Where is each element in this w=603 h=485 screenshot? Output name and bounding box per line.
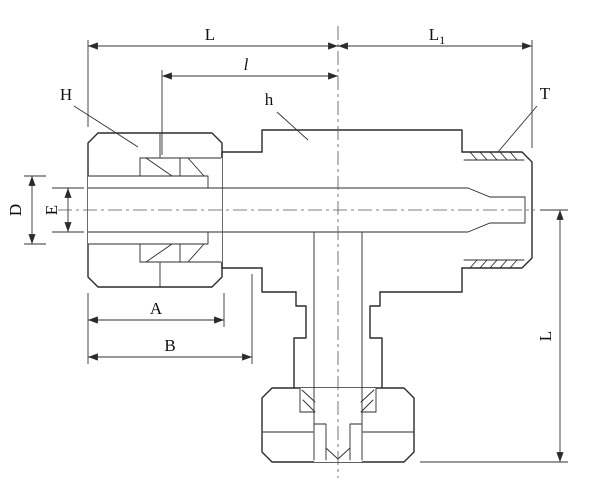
dim-outer-diameter: D (6, 175, 46, 245)
dim-length-left: L (87, 25, 338, 127)
branch-bore (313, 231, 363, 461)
label-nut-hex: H (60, 85, 72, 104)
left-nut-bore (88, 158, 222, 262)
callout-body-hex: h (265, 90, 309, 141)
dim-inner-diameter: E (42, 187, 84, 233)
label-branch-length: L (536, 331, 555, 341)
label-thread: T (540, 84, 551, 103)
dim-length-right: L1 (338, 25, 533, 148)
callout-thread: T (497, 84, 551, 153)
label-inner-diameter: E (42, 205, 61, 215)
thread-hatching (469, 151, 518, 269)
dim-nut-length: A (87, 293, 225, 364)
fitting-body (261, 129, 463, 293)
tube-section (87, 175, 209, 245)
bottom-nut-body (261, 387, 415, 463)
main-bore (87, 187, 469, 233)
bottom-nut-bore (300, 388, 376, 462)
branch (293, 291, 383, 389)
centerlines (58, 26, 535, 478)
label-length-right: L1 (429, 25, 445, 47)
label-assembly-length: B (164, 336, 175, 355)
label-body-hex: h (265, 90, 274, 109)
bottom-nut (261, 231, 415, 463)
callout-nut-hex: H (60, 85, 139, 148)
dim-branch-length: L (420, 209, 568, 463)
label-length-left: L (205, 25, 215, 44)
dim-assembly-length: B (88, 274, 253, 364)
body-neck (221, 151, 263, 269)
label-nut-length: A (150, 299, 163, 318)
label-outer-diameter: D (6, 204, 25, 216)
ferrules (145, 157, 205, 263)
dim-tube-insertion: l (161, 55, 338, 155)
label-tube-insertion: l (244, 55, 249, 74)
bottom-ferrules (301, 389, 375, 413)
threaded-end (461, 151, 533, 269)
